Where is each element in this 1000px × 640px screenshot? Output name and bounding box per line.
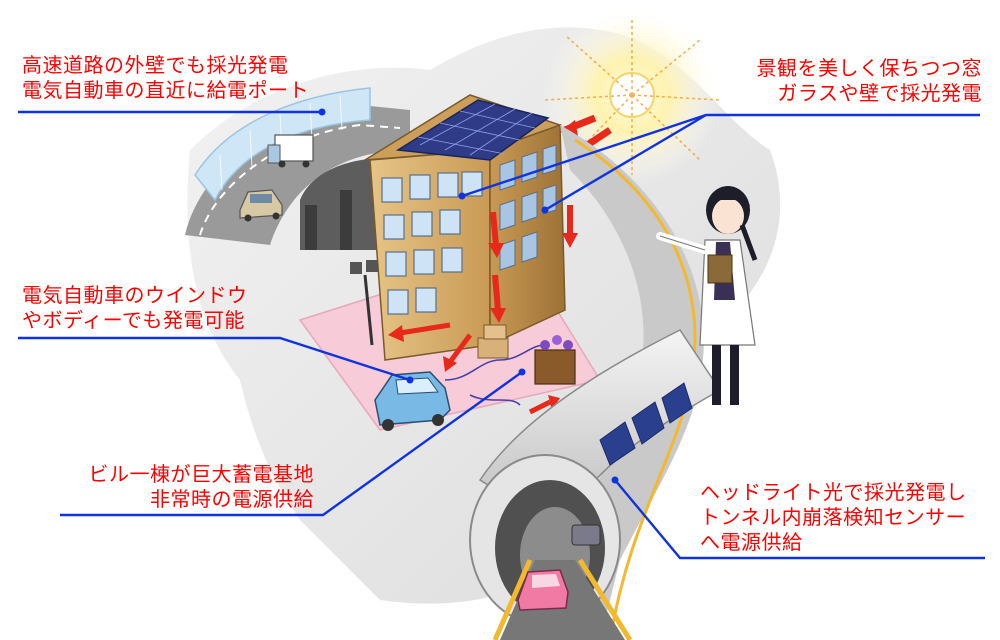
leader-line-window-b — [544, 113, 707, 212]
electric-car — [374, 371, 451, 431]
callout-car-line-1: 電気自動車のウインドウ — [22, 283, 248, 307]
callout-highway-line-2: 電気自動車の直近に給電ポート — [22, 78, 309, 102]
callout-tunnel: ヘッドライト光で採光発電し トンネル内崩落検知センサー へ電源供給 — [700, 480, 967, 555]
street-lamp — [350, 260, 378, 346]
callout-building: ビル一棟が巨大蓄電基地 非常時の電源供給 — [78, 462, 314, 512]
callout-tunnel-line-3: へ電源供給 — [700, 530, 803, 554]
callout-window-line-2: ガラスや壁で採光発電 — [777, 81, 982, 105]
callout-highway-line-1: 高速道路の外壁でも採光発電 — [22, 53, 289, 77]
callout-car: 電気自動車のウインドウ やボディーでも発電可能 — [22, 283, 248, 333]
leader-line-tunnel — [614, 479, 985, 560]
callout-window: 景観を美しく保ちつつ窓 ガラスや壁で採光発電 — [757, 56, 983, 106]
leader-line-building — [60, 371, 523, 517]
storage-boxes — [477, 324, 509, 359]
scientist-character — [656, 186, 758, 405]
callout-car-line-2: やボディーでも発電可能 — [22, 308, 245, 332]
flower-planter — [534, 335, 576, 385]
callout-building-line-1: ビル一棟が巨大蓄電基地 — [88, 462, 314, 486]
callout-highway: 高速道路の外壁でも採光発電 電気自動車の直近に給電ポート — [22, 53, 309, 103]
sun — [542, 5, 722, 185]
callout-tunnel-line-2: トンネル内崩落検知センサー — [700, 505, 967, 529]
tunnel-cars — [517, 524, 601, 611]
callout-building-line-2: 非常時の電源供給 — [150, 487, 314, 511]
highway-car — [239, 189, 283, 222]
truck — [267, 134, 314, 168]
leader-dots — [318, 108, 619, 484]
callout-window-line-1: 景観を美しく保ちつつ窓 — [756, 56, 982, 80]
leader-line-car — [18, 336, 411, 382]
leader-lines — [18, 110, 985, 560]
power-wiring — [444, 344, 546, 406]
building — [364, 94, 566, 361]
callout-tunnel-line-1: ヘッドライト光で採光発電し — [700, 480, 967, 504]
